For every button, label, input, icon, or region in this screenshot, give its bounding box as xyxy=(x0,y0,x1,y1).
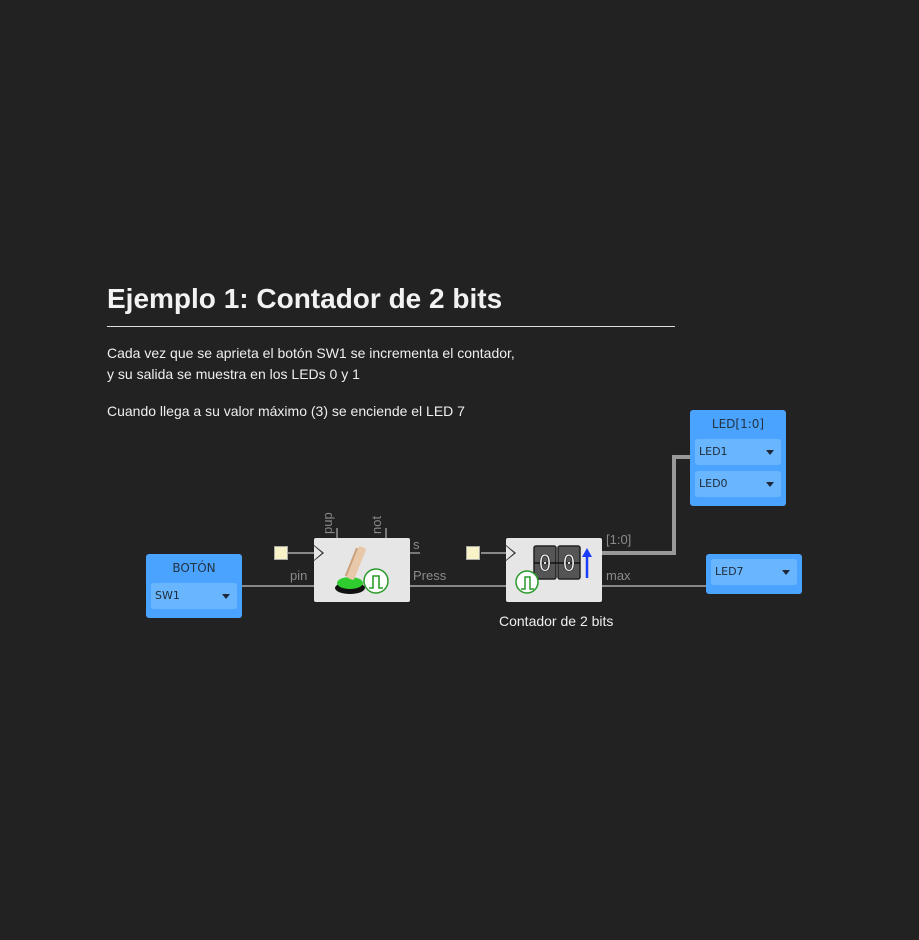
counter-digit-low: 0 xyxy=(562,552,575,577)
constant-input-1[interactable] xyxy=(274,546,288,560)
clock-input-marker xyxy=(506,545,516,561)
input-button-label: BOTÓN xyxy=(172,561,216,575)
description-line-2: y su salida se muestra en los LEDs 0 y 1 xyxy=(107,366,360,382)
page-title: Ejemplo 1: Contador de 2 bits xyxy=(107,283,503,314)
input-pin-select[interactable]: SW1 xyxy=(151,583,237,609)
title-divider xyxy=(107,326,675,327)
description-line-1: Cada vez que se aprieta el botón SW1 se … xyxy=(107,345,515,361)
output-leds-label: LED[1:0] xyxy=(711,417,765,431)
input-pin-value: SW1 xyxy=(155,589,180,602)
led0-select[interactable]: LED0 xyxy=(695,471,781,497)
clock-input-marker xyxy=(314,545,324,561)
counter-digit-high: 0 xyxy=(538,552,551,577)
chevron-down-icon xyxy=(782,570,790,575)
chevron-down-icon xyxy=(766,450,774,455)
push-button-icon xyxy=(335,546,389,594)
description-paragraph: Cada vez que se aprieta el botón SW1 se … xyxy=(107,343,515,385)
counter-caption: Contador de 2 bits xyxy=(499,613,614,629)
output-led7-block[interactable]: LED7 xyxy=(706,554,802,594)
port-label-pup: pup xyxy=(320,512,335,534)
chevron-down-icon xyxy=(222,594,230,599)
led7-value: LED7 xyxy=(715,565,744,578)
input-button-block[interactable]: BOTÓN SW1 xyxy=(146,554,242,618)
led0-value: LED0 xyxy=(699,477,728,490)
constant-input-2[interactable] xyxy=(466,546,480,560)
port-label-s: s xyxy=(413,537,420,552)
port-label-bus: [1:0] xyxy=(606,532,632,547)
wire-bus xyxy=(602,455,690,555)
counter-display-icon: 0 0 xyxy=(515,545,592,594)
led7-select[interactable]: LED7 xyxy=(711,559,797,585)
led1-select[interactable]: LED1 xyxy=(695,439,781,465)
button-module[interactable] xyxy=(314,538,410,602)
port-label-max: max xyxy=(606,568,631,583)
output-leds-block[interactable]: LED[1:0] LED1 LED0 xyxy=(690,410,786,506)
port-label-pin: pin xyxy=(290,568,308,583)
description-line-3: Cuando llega a su valor máximo (3) se en… xyxy=(107,403,465,419)
port-label-press: Press xyxy=(413,568,447,583)
port-label-not: not xyxy=(369,515,384,534)
chevron-down-icon xyxy=(766,482,774,487)
counter-module[interactable]: 0 0 xyxy=(506,538,602,602)
led1-value: LED1 xyxy=(699,445,728,458)
